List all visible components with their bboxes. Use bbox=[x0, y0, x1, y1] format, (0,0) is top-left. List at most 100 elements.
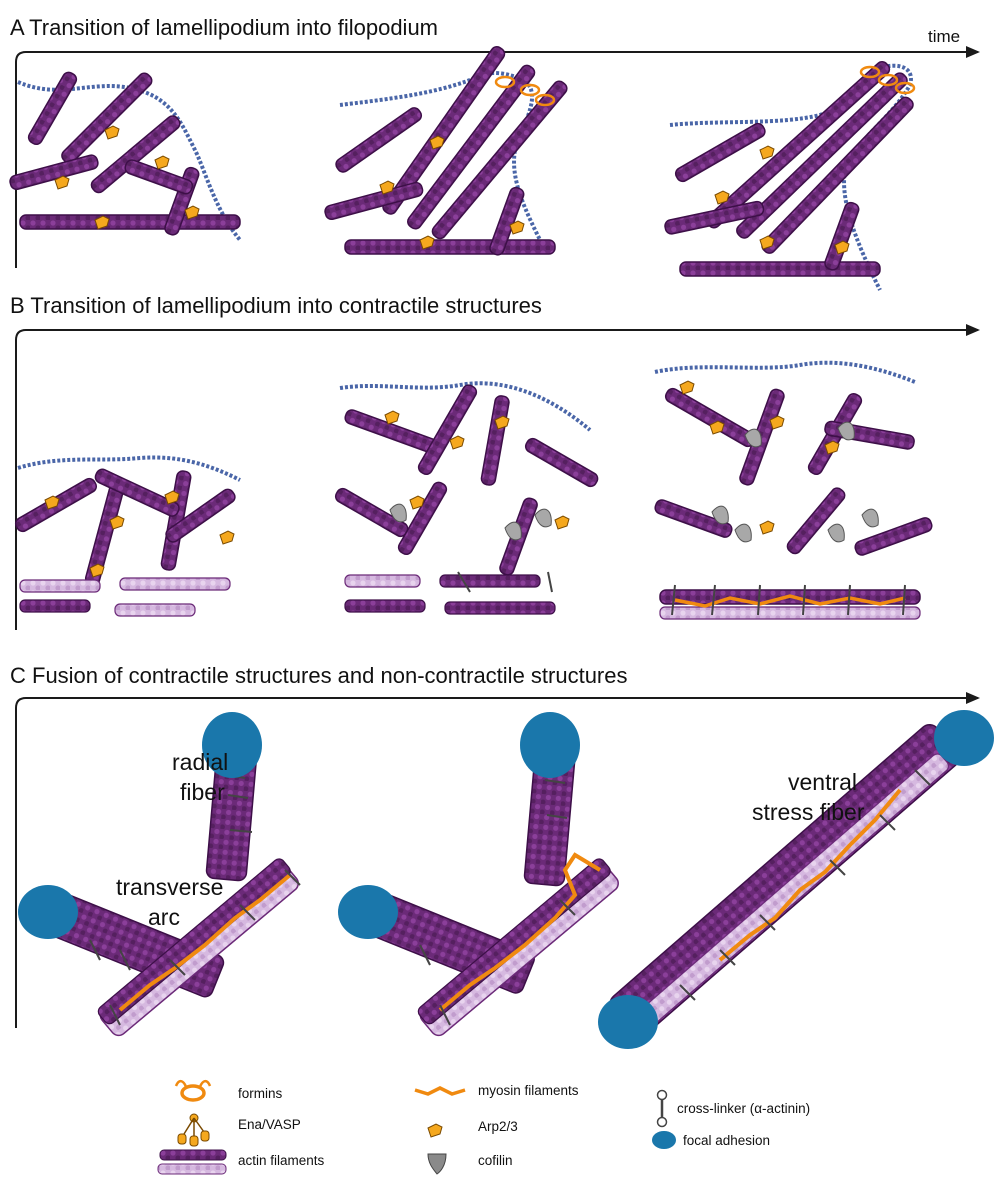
legend-crosslinker: cross-linker (α-actinin) bbox=[656, 1089, 810, 1128]
cross-linker bbox=[169, 959, 186, 976]
radial-fiber-label-2: fiber bbox=[180, 779, 225, 805]
legend-formins-label: formins bbox=[238, 1086, 283, 1101]
arp23-icon bbox=[714, 190, 730, 205]
cross-linker bbox=[847, 584, 851, 616]
cross-linker bbox=[119, 949, 131, 971]
fusion-stage-2 bbox=[338, 712, 619, 1037]
cofilin-icon bbox=[389, 503, 407, 523]
actin-filament bbox=[786, 487, 846, 555]
membrane bbox=[654, 360, 916, 384]
actin-filament-icon bbox=[157, 1149, 227, 1175]
cofilin-icon bbox=[744, 428, 762, 448]
cross-linker bbox=[546, 814, 568, 819]
actin-filament bbox=[664, 387, 756, 448]
cross-linker bbox=[89, 939, 101, 961]
membrane bbox=[17, 455, 241, 482]
contractile-stage-3 bbox=[654, 360, 933, 620]
cross-linker bbox=[229, 829, 253, 833]
cross-linker bbox=[914, 769, 931, 786]
contractile-stage-2 bbox=[334, 381, 599, 615]
legend-actin: actin filaments bbox=[157, 1149, 325, 1175]
cofilin-icon bbox=[534, 508, 552, 528]
arp23-icon bbox=[427, 1123, 443, 1138]
time-axis-arrow-a bbox=[15, 46, 980, 268]
panel-c-title: C Fusion of contractile structures and n… bbox=[10, 663, 628, 688]
contractile-stage-1 bbox=[14, 455, 241, 617]
cross-linker bbox=[457, 571, 471, 593]
actin-filament bbox=[736, 72, 908, 239]
cofilin-icon bbox=[837, 421, 855, 441]
actin-filament bbox=[94, 468, 180, 517]
arp23-icon bbox=[94, 215, 110, 230]
membrane bbox=[339, 71, 547, 251]
panel-a-title: A Transition of lamellipodium into filop… bbox=[10, 15, 438, 40]
arp23-icon bbox=[379, 180, 395, 195]
arp23-icon bbox=[429, 135, 445, 150]
myosin-filament bbox=[718, 788, 902, 962]
actin-filament bbox=[27, 71, 78, 146]
membrane bbox=[339, 381, 592, 432]
cross-linker bbox=[879, 814, 896, 831]
membrane bbox=[17, 80, 242, 242]
ventral-stress-fiber-label-2: stress fiber bbox=[752, 799, 865, 825]
actin-filament bbox=[854, 517, 933, 556]
actin-filament bbox=[165, 488, 236, 543]
actin-filament bbox=[664, 200, 765, 235]
time-axis-arrow-b bbox=[15, 324, 980, 630]
cross-linker bbox=[227, 794, 249, 799]
actin-filament bbox=[480, 395, 510, 486]
actin-filament bbox=[654, 499, 733, 538]
actin-filament bbox=[524, 437, 599, 488]
cofilin-icon bbox=[711, 505, 729, 525]
fusion-stage-1: radial fiber transverse arc bbox=[18, 712, 301, 1037]
actin-filament bbox=[382, 46, 506, 215]
time-axis-label: time bbox=[928, 27, 960, 46]
cross-linker bbox=[547, 571, 553, 593]
arp23-icon bbox=[759, 520, 775, 535]
cofilin-icon bbox=[827, 523, 845, 543]
actin-filament bbox=[679, 261, 881, 277]
legend-arp23-label: Arp2/3 bbox=[478, 1119, 518, 1134]
lamellipodium-stage-1 bbox=[9, 71, 242, 242]
actin-filament bbox=[61, 72, 153, 164]
actin-filament bbox=[324, 181, 424, 221]
membrane bbox=[669, 63, 913, 291]
actin-filament bbox=[19, 599, 91, 613]
arp23-icon bbox=[184, 205, 200, 220]
cross-linker bbox=[757, 584, 761, 616]
actin-filament bbox=[659, 606, 921, 620]
panel-b-title: B Transition of lamellipodium into contr… bbox=[10, 293, 542, 318]
myosin-filament-icon bbox=[414, 1086, 466, 1096]
myosin-filament bbox=[438, 852, 602, 1012]
formin-icon bbox=[519, 83, 541, 97]
legend-myosin: myosin filaments bbox=[414, 1083, 579, 1098]
arp23-icon bbox=[494, 415, 510, 430]
cross-linker bbox=[109, 1004, 121, 1026]
legend: formins Ena/VASP actin filaments myosin … bbox=[157, 1079, 810, 1175]
arp23-icon bbox=[769, 415, 785, 430]
lamellipodium-stage-2 bbox=[324, 46, 568, 256]
legend-cofilin-label: cofilin bbox=[478, 1153, 513, 1168]
panel-b: B Transition of lamellipodium into contr… bbox=[10, 293, 980, 630]
arp23-icon bbox=[164, 490, 180, 505]
cross-linker-icon bbox=[656, 1089, 668, 1128]
arp23-icon bbox=[104, 125, 120, 140]
actin-filament bbox=[431, 80, 568, 240]
cofilin-icon bbox=[734, 523, 752, 543]
ena-vasp-icon bbox=[177, 1113, 210, 1147]
arp23-icon bbox=[709, 420, 725, 435]
cross-linker bbox=[419, 944, 431, 966]
cross-linker bbox=[671, 584, 676, 616]
cross-linker bbox=[829, 859, 846, 876]
cofilin-icon bbox=[504, 521, 522, 541]
cofilin-icon bbox=[861, 508, 879, 528]
arp23-icon bbox=[449, 435, 465, 450]
cross-linker bbox=[544, 779, 566, 784]
focal-adhesion bbox=[202, 712, 262, 778]
arp23-icon bbox=[89, 563, 105, 578]
cross-linker bbox=[902, 584, 906, 616]
ventral-stress-fiber bbox=[609, 723, 961, 1038]
arp23-icon bbox=[679, 380, 695, 395]
focal-adhesion-icon bbox=[652, 1131, 676, 1149]
transverse-arc-label-2: arc bbox=[148, 904, 180, 930]
